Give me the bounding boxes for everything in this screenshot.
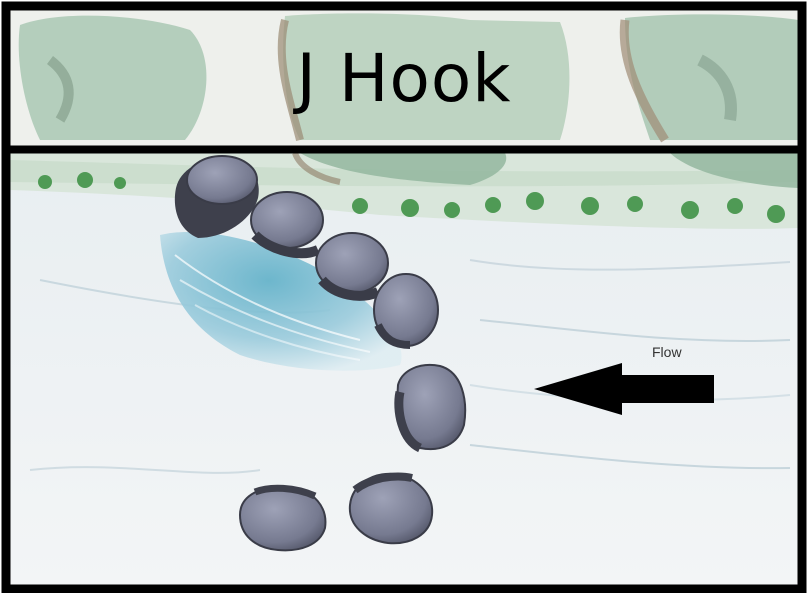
diagram-title: J Hook xyxy=(10,10,798,146)
flow-label: Flow xyxy=(652,344,682,360)
title-panel: J Hook xyxy=(10,10,798,146)
